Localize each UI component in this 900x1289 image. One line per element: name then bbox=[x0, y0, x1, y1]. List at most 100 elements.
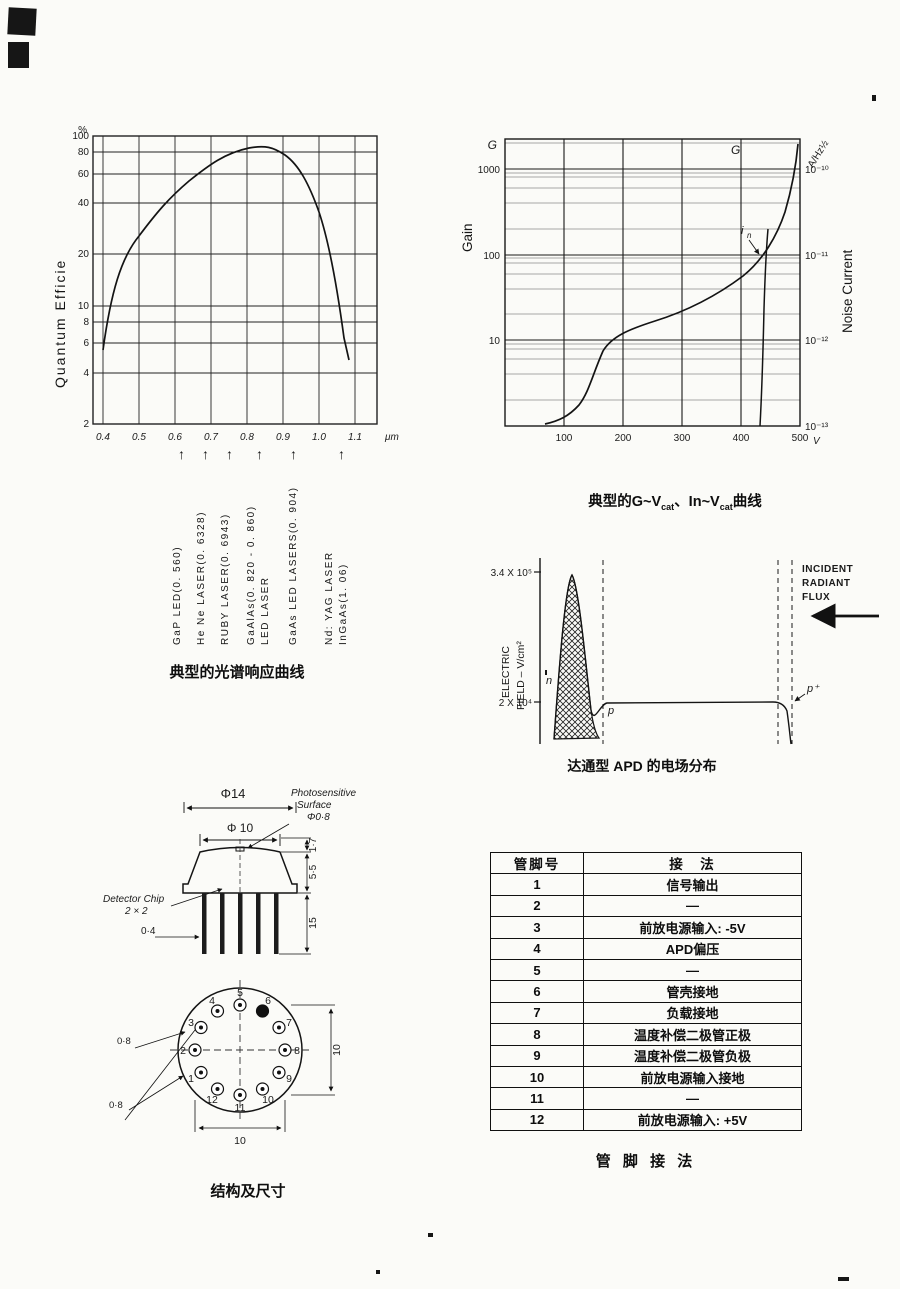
pin-number: 9 bbox=[286, 1073, 292, 1085]
connection-header: 接 法 bbox=[583, 851, 802, 875]
gain-axis-title: Gain bbox=[460, 223, 475, 252]
dim-0-8-leader bbox=[134, 1031, 186, 1049]
region-boundaries bbox=[602, 560, 793, 744]
flux-word: FLUX bbox=[802, 592, 830, 603]
laser-source-label: Nd: YAG LASER bbox=[324, 551, 335, 645]
y-tick: 10 bbox=[78, 301, 90, 312]
laser-source-label: LED LASER bbox=[260, 576, 271, 645]
label-line: Photosensitive bbox=[291, 788, 356, 799]
diagonal-dim-line bbox=[124, 1029, 196, 1121]
pinout-row: 2— bbox=[490, 894, 802, 918]
photosensitive-surface-label: Photosensitive Surface Φ0·8 bbox=[291, 788, 356, 823]
scan-artifact bbox=[7, 7, 37, 36]
y-tick-right: 10⁻¹³ bbox=[805, 422, 829, 433]
package-pins bbox=[202, 893, 279, 954]
scan-artifact bbox=[545, 670, 547, 675]
pin-connection-cell: 信号输出 bbox=[583, 873, 802, 896]
x-tick: 0.4 bbox=[96, 432, 110, 443]
pin-connection-cell: — bbox=[583, 958, 802, 982]
y-tick: 100 bbox=[72, 131, 89, 142]
y-tick: 6 bbox=[83, 338, 89, 349]
gain-noise-chart: G 1000 100 10 10⁻¹⁰ 10⁻¹¹ 10⁻¹² 10⁻¹³ 10… bbox=[478, 138, 829, 447]
pinout-row: 5— bbox=[490, 958, 802, 982]
dim-5-5: 5·5 bbox=[308, 864, 319, 879]
laser-source-label: InGaAs(1. 06) bbox=[338, 563, 349, 645]
y-tick-left: 1000 bbox=[478, 165, 501, 176]
spectral-chart-caption: 典型的光谱响应曲线 bbox=[169, 664, 305, 681]
detector-chip-label: Detector Chip 2 × 2 bbox=[103, 894, 165, 917]
pin-number: 7 bbox=[286, 1017, 292, 1029]
scan-artifact bbox=[376, 1270, 380, 1274]
pinout-row: 11— bbox=[490, 1087, 802, 1110]
height-dim-lines bbox=[279, 837, 311, 955]
pin-number-cell: 7 bbox=[490, 1001, 584, 1025]
index-pin-6 bbox=[255, 1004, 270, 1018]
pin-number-cell: 8 bbox=[490, 1023, 584, 1046]
y-tick-left: 10 bbox=[489, 336, 501, 347]
field-axis-title-line1: ELECTRIC bbox=[500, 646, 512, 698]
pin-connection-cell: 温度补偿二极管正极 bbox=[583, 1023, 802, 1046]
quantum-efficiency-curve bbox=[102, 145, 350, 361]
dim-pin-width: 0·4 bbox=[141, 926, 156, 937]
dia14-dim-lines bbox=[183, 802, 297, 813]
gain-left-ticks: G 1000 100 10 bbox=[478, 138, 501, 347]
gain-chart-caption: 典型的G~Vcat、In~Vcat曲线 bbox=[515, 490, 835, 512]
pin-numbers: 1 2 3 4 5 6 7 8 9 10 11 12 bbox=[180, 987, 300, 1114]
x-tick: 100 bbox=[556, 433, 573, 444]
laser-source-label: He Ne LASER(0. 6328) bbox=[196, 511, 207, 645]
dim-15: 15 bbox=[307, 917, 319, 929]
x-tick: 1.1 bbox=[348, 432, 362, 443]
scan-artifact bbox=[872, 95, 876, 101]
y-tick-right: 10⁻¹¹ bbox=[805, 251, 829, 262]
noise-current-axis-title: Noise Current bbox=[840, 249, 855, 333]
x-unit: V bbox=[813, 436, 821, 447]
field-max-label: 3.4 X 10⁵ bbox=[491, 568, 532, 579]
pin-number: 11 bbox=[235, 1102, 246, 1114]
dim-1-7: 1·7 bbox=[308, 837, 319, 852]
gain-grid-major bbox=[504, 138, 801, 427]
package-caption: 结构及尺寸 bbox=[210, 1183, 286, 1200]
pin-connection-cell: 前放电源输入: +5V bbox=[583, 1108, 802, 1132]
pin-connection-cell: 负载接地 bbox=[583, 1001, 802, 1025]
y-tick: 8 bbox=[83, 317, 89, 328]
field-chart-caption: 达通型 APD 的电场分布 bbox=[567, 758, 717, 774]
pin-number-cell: 6 bbox=[490, 980, 584, 1003]
gain-curve bbox=[544, 143, 799, 425]
spectral-x-ticks: 0.4 0.5 0.6 0.7 0.8 0.9 1.0 1.1 μm bbox=[96, 432, 399, 443]
spectral-y-ticks: % 100 80 60 40 20 10 8 6 4 2 bbox=[72, 125, 89, 430]
up-arrow-icon: ↑ bbox=[256, 446, 263, 462]
x-tick: 0.6 bbox=[168, 432, 182, 443]
spectral-response-chart: % 100 80 60 40 20 10 8 6 4 2 0.4 0.5 0.6… bbox=[72, 125, 399, 443]
y-tick: 20 bbox=[78, 249, 90, 260]
pin-number-cell: 9 bbox=[490, 1044, 584, 1067]
region-pplus-label: p⁺ bbox=[806, 683, 820, 695]
caption-part: 典型的G~V bbox=[588, 494, 662, 510]
y-tick: 40 bbox=[78, 198, 90, 209]
y-tick-right: 10⁻¹⁰ bbox=[805, 165, 829, 176]
up-arrow-icon: ↑ bbox=[338, 446, 345, 462]
label-line: Φ0·8 bbox=[307, 812, 330, 823]
laser-source-label: RUBY LASER(0. 6943) bbox=[220, 513, 231, 645]
gain-grid-minor bbox=[505, 142, 800, 401]
region-p-label: p bbox=[607, 705, 614, 717]
y-tick: 60 bbox=[78, 169, 90, 180]
up-arrow-icon: ↑ bbox=[290, 446, 297, 462]
x-tick: 500 bbox=[792, 433, 809, 444]
gain-curve-label: G bbox=[731, 143, 740, 157]
can-outline bbox=[182, 846, 298, 894]
flux-word: RADIANT bbox=[802, 578, 851, 589]
x-tick: 0.7 bbox=[204, 432, 218, 443]
up-arrow-icon: ↑ bbox=[202, 446, 209, 462]
field-axis-title-line2: FIELD – V/cm² bbox=[515, 641, 527, 710]
grid-dim-lines bbox=[194, 1004, 335, 1132]
x-tick: 0.5 bbox=[132, 432, 146, 443]
caption-part: 、In~V bbox=[674, 494, 720, 510]
pin-number: 12 bbox=[206, 1094, 218, 1106]
y-unit-percent: % bbox=[78, 125, 87, 136]
